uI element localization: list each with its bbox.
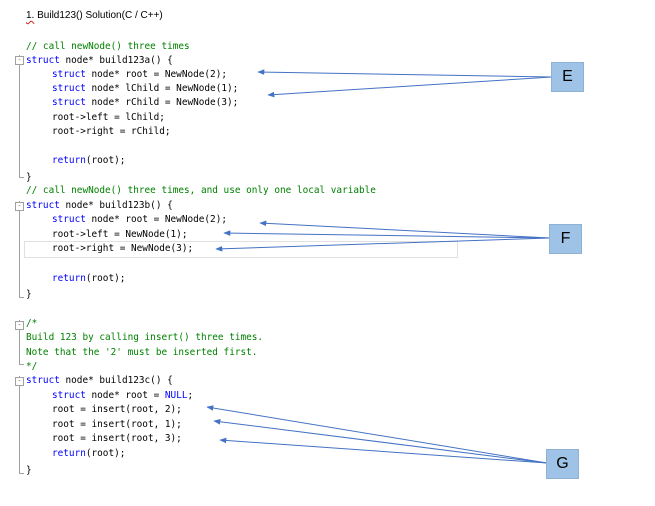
code-line: root->right = NewNode(3); [52,243,194,254]
code-line: struct node* lChild = NewNode(1); [52,83,239,94]
code-line: struct node* root = NewNode(2); [52,214,227,225]
code-line-return: return(root); [52,155,126,166]
code-line-close: } [26,465,32,476]
label-f: F [549,224,582,254]
code-line: struct node* rChild = NewNode(3); [52,97,239,108]
arrow-g-2 [213,419,548,464]
code-comment: Build 123 by calling insert() three time… [26,332,264,343]
heading-number: 1. [26,10,35,21]
code-line: root = insert(root, 1); [52,419,182,430]
arrow-e-1 [257,69,553,78]
code-line: struct node* root = NULL; [52,390,194,401]
code-line: root->left = NewNode(1); [52,229,188,240]
current-line-highlight [24,241,458,258]
label-e: E [551,62,584,92]
arrow-g-3 [219,437,548,464]
fold-region-comment: - [15,320,27,365]
fold-region-build123c: - [15,376,27,474]
fold-toggle-build123a[interactable]: - [15,56,24,65]
function-signature-build123a: struct node* build123a() { [26,55,173,66]
label-g: G [546,449,579,479]
code-line-return: return(root); [52,273,126,284]
arrow-g-1 [206,405,548,464]
code-line: root = insert(root, 3); [52,433,182,444]
fold-toggle-build123b[interactable]: - [15,202,24,211]
code-line-close: } [26,172,32,183]
arrow-f-2 [223,230,551,239]
code-line-return: return(root); [52,448,126,459]
fold-region-build123b: - [15,201,27,298]
function-signature-build123b: struct node* build123b() { [26,200,173,211]
arrow-f-1 [259,220,551,239]
code-comment: // call newNode() three times, and use o… [26,185,376,196]
code-line: root->right = rChild; [52,126,171,137]
fold-toggle-comment[interactable]: - [15,321,24,330]
code-line: struct node* root = NewNode(2); [52,69,227,80]
arrow-e-2 [267,76,553,98]
heading-title: Build123() Solution(C / C++) [34,10,163,21]
fold-toggle-build123c[interactable]: - [15,377,24,386]
function-signature-build123c: struct node* build123c() { [26,375,173,386]
code-line: root->left = lChild; [52,112,165,123]
page-heading: 1. Build123() Solution(C / C++) [26,10,163,21]
code-comment: Note that the '2' must be inserted first… [26,347,258,358]
code-comment: */ [26,361,38,372]
code-line: root = insert(root, 2); [52,404,182,415]
code-comment: /* [26,318,38,329]
code-comment: // call newNode() three times [26,41,190,52]
code-line-close: } [26,289,32,300]
arrow-f-3 [215,237,551,252]
fold-region-build123a: - [15,55,27,178]
